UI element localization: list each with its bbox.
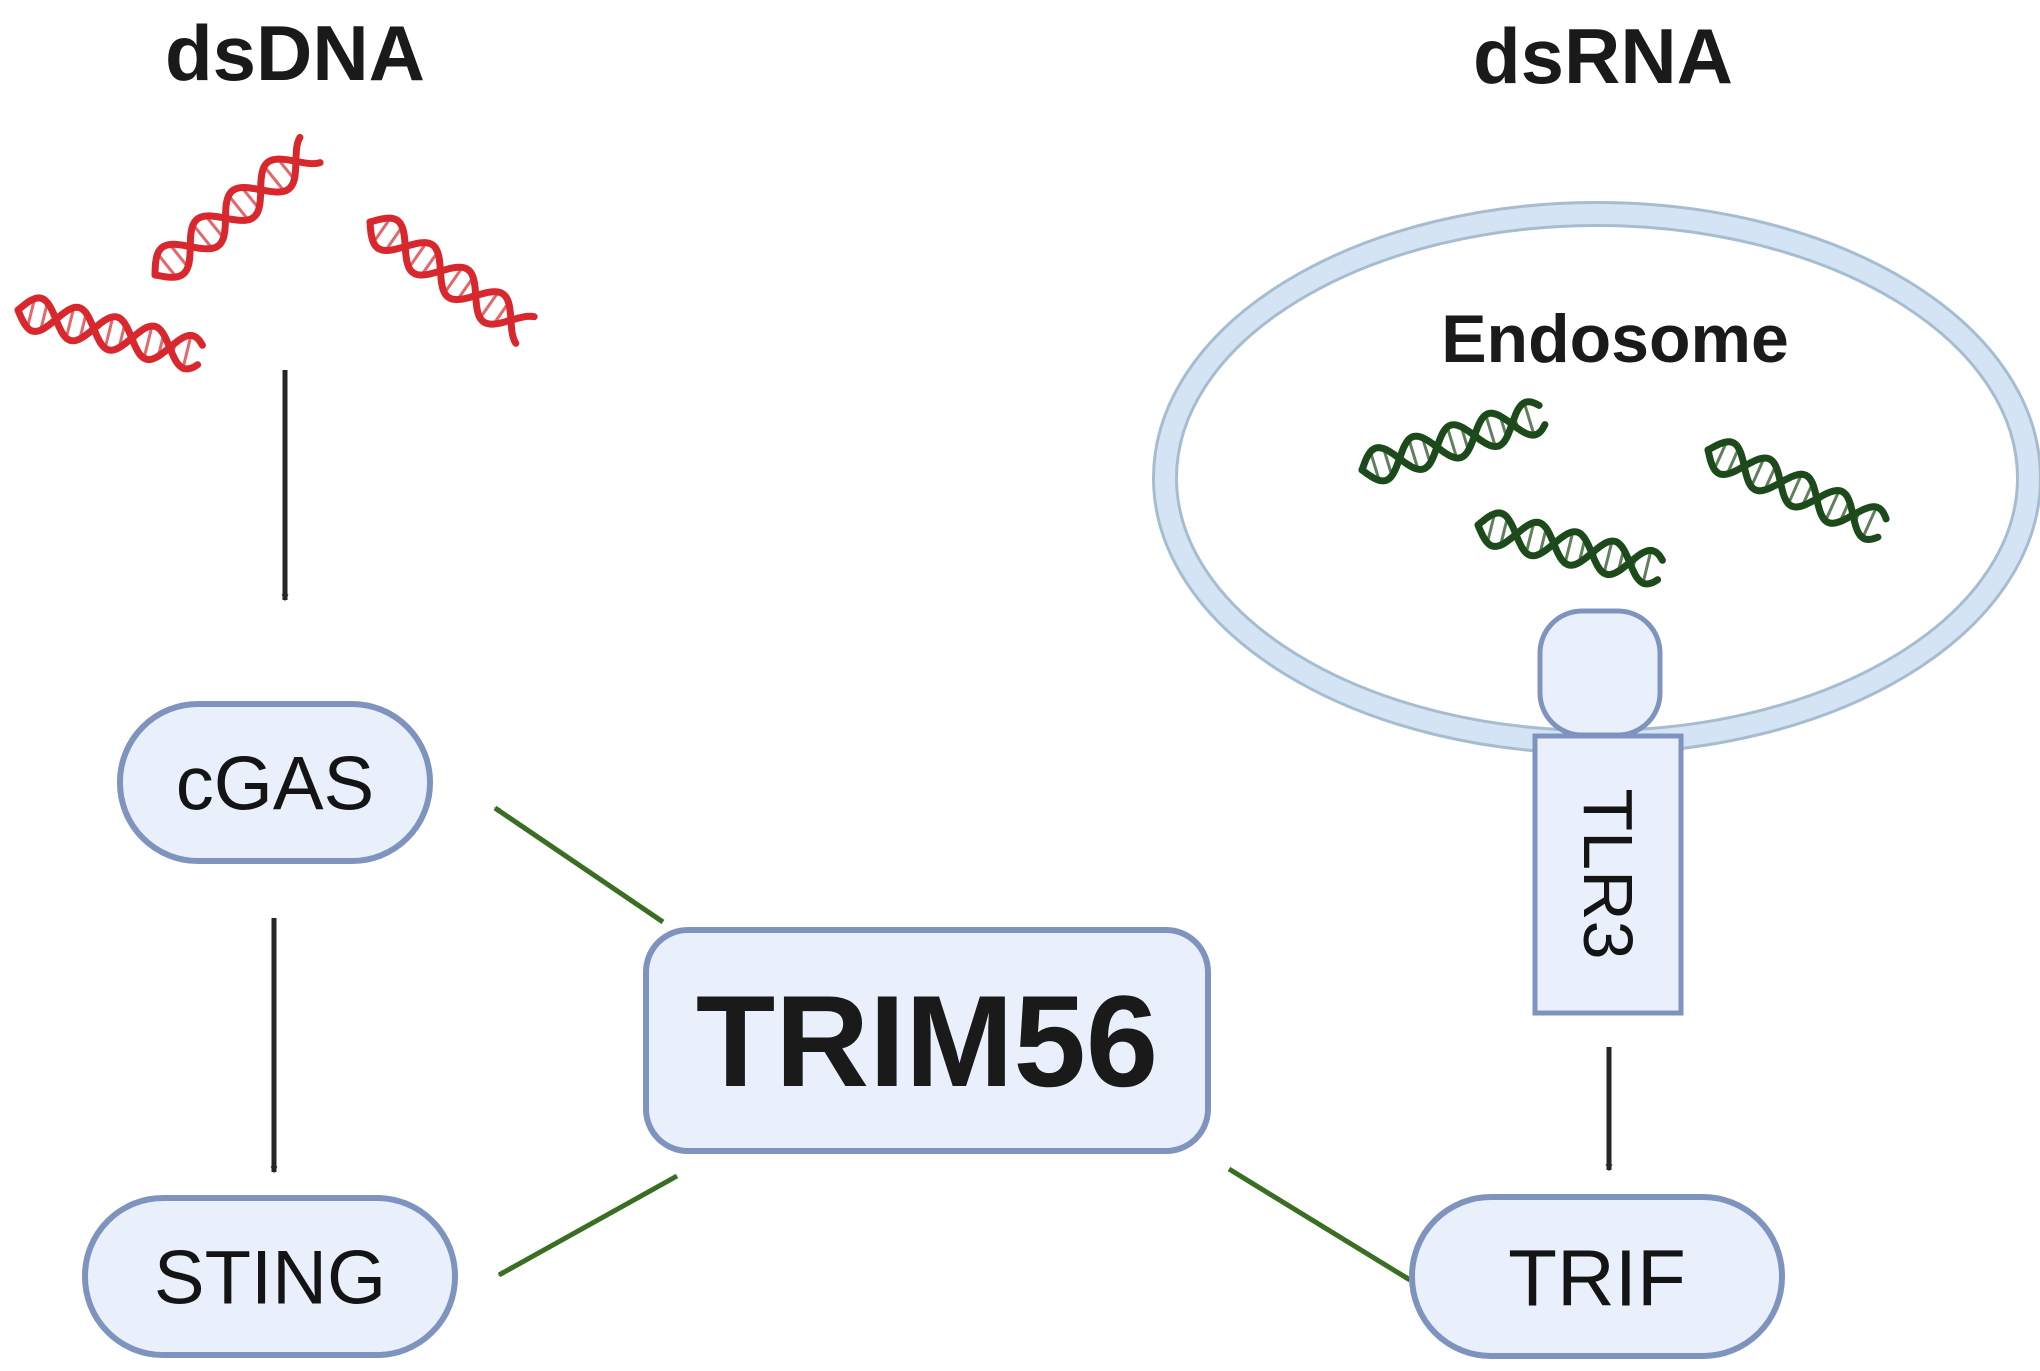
dsdna-helix-icon xyxy=(366,214,538,347)
dsrna-helices xyxy=(1358,398,1890,588)
trif-node: TRIF xyxy=(1409,1194,1785,1359)
dsrna-helix-icon xyxy=(1474,509,1666,588)
tlr3-label: TLR3 xyxy=(1569,788,1647,959)
dsrna-helix-icon xyxy=(1358,398,1549,485)
tlr3-ectodomain xyxy=(1537,608,1663,738)
trif-label: TRIF xyxy=(1508,1234,1686,1323)
tlr3-body xyxy=(1532,733,1684,1016)
dsdna-helix-icon xyxy=(14,294,206,373)
tlr3-receptor: TLR3 xyxy=(1532,608,1684,1016)
dsrna-helix-icon xyxy=(1704,438,1890,544)
trim56-label: TRIM56 xyxy=(696,968,1158,1114)
trim56-node: TRIM56 xyxy=(643,927,1211,1154)
dsdna-heading: dsDNA xyxy=(165,9,425,97)
dsdna-helix-icon xyxy=(151,133,324,281)
cgas-label: cGAS xyxy=(176,742,375,827)
sting-node: STING xyxy=(82,1195,458,1358)
arrow-trim56-to-sting xyxy=(497,1173,679,1278)
cgas-node: cGAS xyxy=(117,701,433,864)
endosome-label: Endosome xyxy=(1441,301,1789,377)
arrow-trim56-to-cgas xyxy=(493,805,665,925)
sting-label: STING xyxy=(154,1236,386,1321)
dsrna-heading: dsRNA xyxy=(1473,12,1733,100)
arrow-trim56-to-trif xyxy=(1227,1166,1412,1283)
dsdna-helices xyxy=(14,133,538,373)
